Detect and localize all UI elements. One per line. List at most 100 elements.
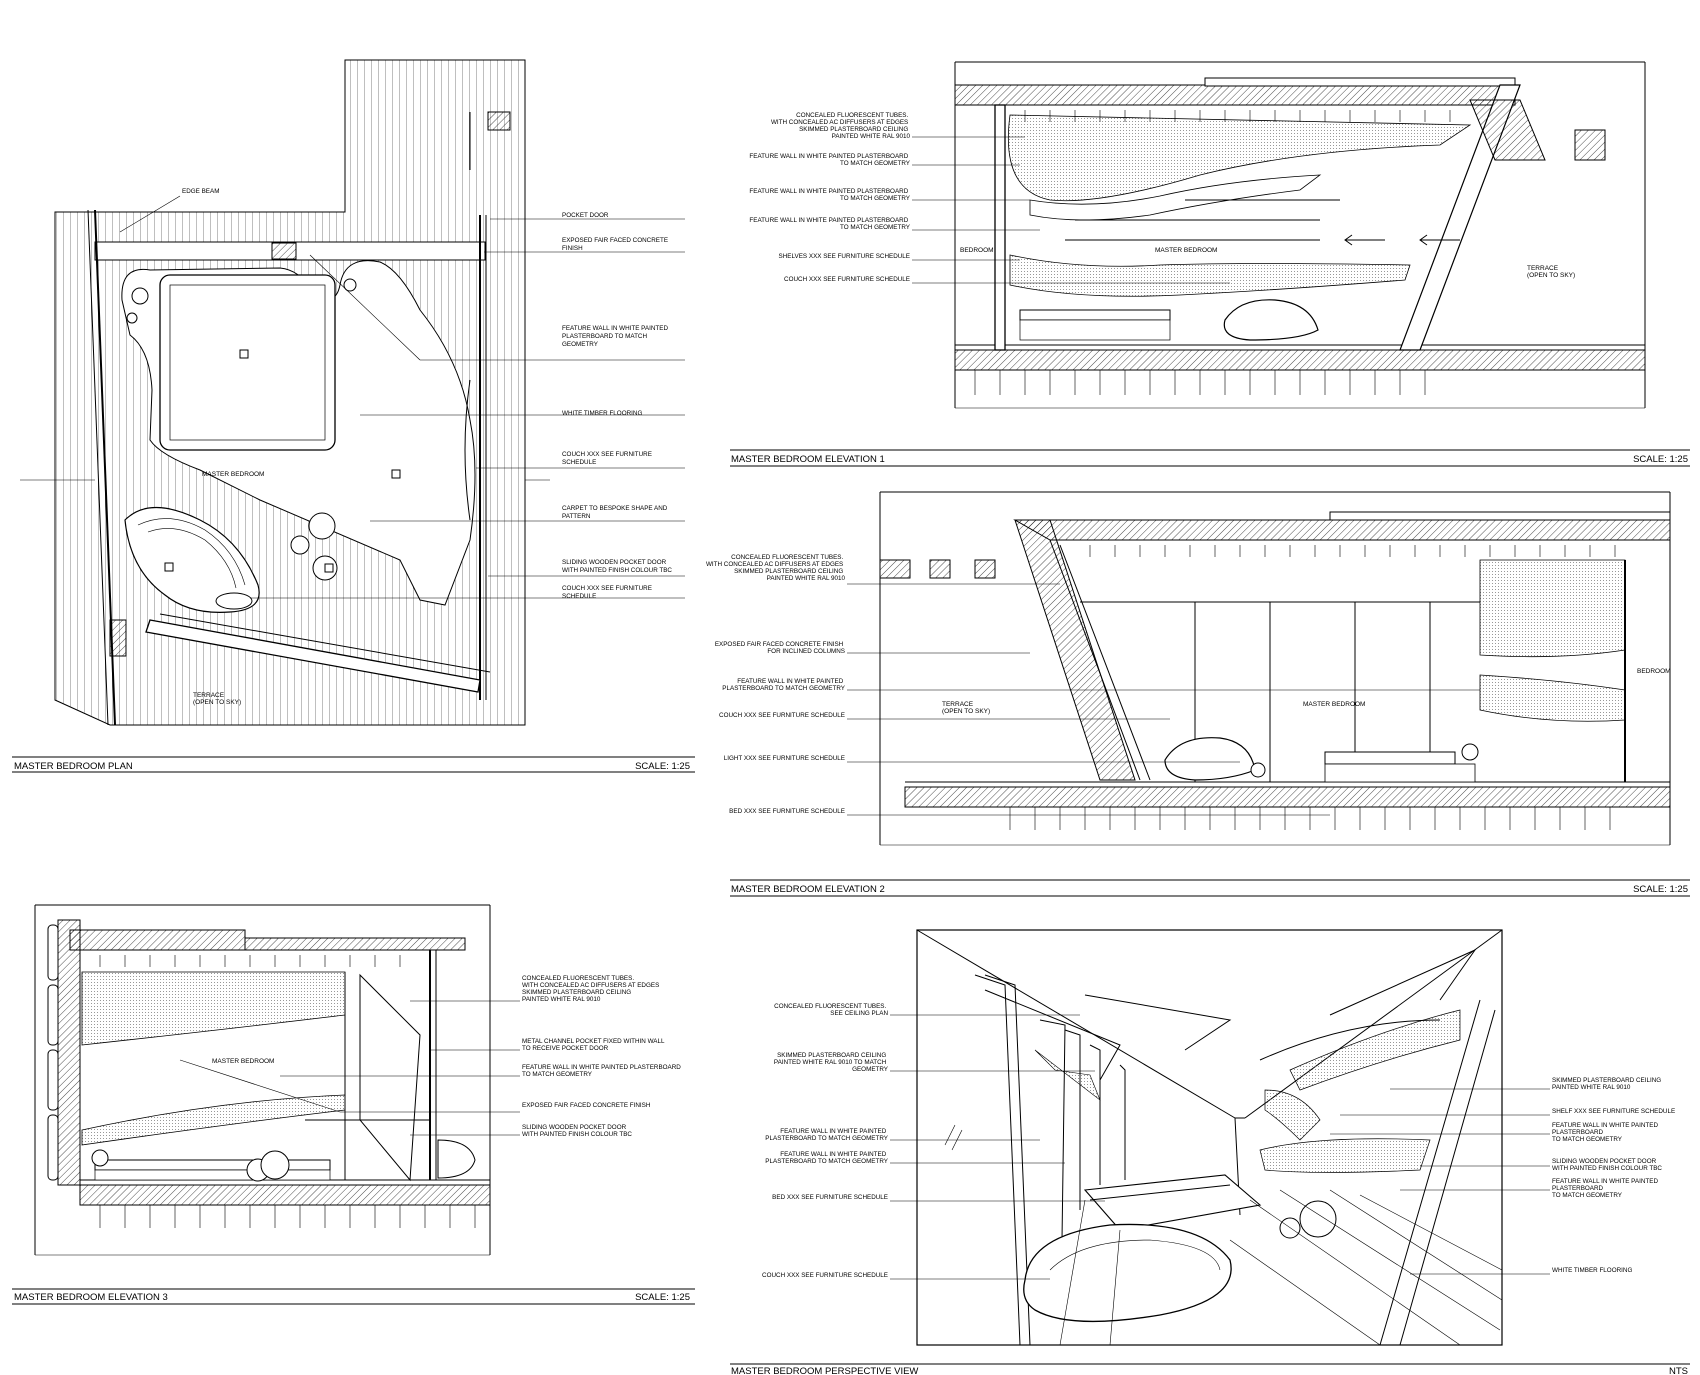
elev1-terrace-line: TERRACE — [1527, 265, 1559, 272]
persp-note: SKIMMED PLASTERBOARD CEILING PAINTED WHI… — [774, 1052, 889, 1073]
note-line: TO MATCH GEOMETRY — [840, 195, 911, 202]
plan-terrace-label: TERRACE (OPEN TO SKY) — [193, 692, 241, 706]
note-line: EXPOSED FAIR FACED CONCRETE FINISH — [522, 1102, 651, 1109]
note-line: SLIDING WOODEN POCKET DOOR — [562, 559, 667, 566]
elev3-ceiling-hangers — [99, 955, 401, 967]
persp-note: COUCH XXX SEE FURNITURE SCHEDULE — [762, 1272, 888, 1279]
note-line: COUCH XXX SEE FURNITURE SCHEDULE — [762, 1272, 888, 1279]
note-line: PAINTED WHITE RAL 9010 — [832, 133, 911, 140]
persp-note: FEATURE WALL IN WHITE PAINTED PLASTERBOA… — [765, 1128, 888, 1142]
elev2-inclined-column — [1014, 519, 1136, 781]
elev1-leaders — [912, 136, 1230, 284]
elev2-terrace-line: (OPEN TO SKY) — [942, 708, 990, 715]
note-line: TO MATCH GEOMETRY — [522, 1071, 593, 1078]
note-line: WITH CONCEALED AC DIFFUSERS AT EDGES — [522, 982, 659, 989]
note-line: GEOMETRY — [562, 341, 599, 348]
elev2-room-label: MASTER BEDROOM — [1303, 701, 1365, 708]
note-line: PLASTERBOARD TO MATCH GEOMETRY — [765, 1135, 888, 1142]
elev2-ceiling-hangers — [1089, 545, 1616, 557]
persp-note: SHELF XXX SEE FURNITURE SCHEDULE — [1552, 1108, 1675, 1115]
persp-left-notes: CONCEALED FLUORESCENT TUBES. SEE CEILING… — [762, 1003, 889, 1279]
note-line: FEATURE WALL IN WHITE PAINTED — [1552, 1178, 1658, 1185]
plan-note: WHITE TIMBER FLOORING — [562, 410, 642, 417]
plan-terrace-line: TERRACE — [193, 692, 225, 699]
note-line: TO RECEIVE POCKET DOOR — [522, 1045, 609, 1052]
plan-note: POCKET DOOR — [562, 212, 609, 219]
plan-note: EXPOSED FAIR FACED CONCRETE FINISH — [562, 237, 670, 252]
note-line: FOR INCLINED COLUMNS — [767, 648, 845, 655]
elev3-notes: CONCEALED FLUORESCENT TUBES. WITH CONCEA… — [522, 975, 683, 1138]
plan-note: COUCH XXX SEE FURNITURE SCHEDULE — [562, 451, 654, 466]
note-line: PAINTED WHITE RAL 9010 — [767, 575, 846, 582]
elev3-note: SLIDING WOODEN POCKET DOOR WITH PAINTED … — [522, 1124, 632, 1138]
elev3-note: EXPOSED FAIR FACED CONCRETE FINISH — [522, 1102, 651, 1109]
note-line: FEATURE WALL IN WHITE PAINTED PLASTERBOA… — [749, 188, 908, 195]
note-line: WITH PAINTED FINISH COLOUR TBC — [522, 1131, 632, 1138]
note-line: POCKET DOOR — [562, 212, 609, 219]
elev3-note: CONCEALED FLUORESCENT TUBES. WITH CONCEA… — [522, 975, 661, 1003]
note-line: FEATURE WALL IN WHITE PAINTED — [780, 1128, 886, 1135]
note-line: PLASTERBOARD TO MATCH — [562, 333, 647, 340]
elev1-title: MASTER BEDROOM ELEVATION 1 — [731, 454, 885, 465]
elev2-scale: SCALE: 1:25 — [1633, 884, 1688, 895]
elev2-floor-joists — [1009, 807, 1611, 830]
note-line: EXPOSED FAIR FACED CONCRETE FINISH — [715, 641, 844, 648]
elev2-couch — [1164, 737, 1256, 781]
note-line: WITH CONCEALED AC DIFFUSERS AT EDGES — [706, 561, 843, 568]
note-line: PATTERN — [562, 513, 591, 520]
note-line: GEOMETRY — [852, 1066, 889, 1073]
note-line: PLASTERBOARD TO MATCH GEOMETRY — [722, 685, 845, 692]
persp-couch — [1023, 1223, 1232, 1323]
elevation-3-drawing — [34, 904, 491, 1256]
elev2-notes: CONCEALED FLUORESCENT TUBES. WITH CONCEA… — [706, 554, 846, 815]
note-line: FINISH — [562, 245, 583, 252]
plan-couch — [124, 506, 260, 613]
note-line: METAL CHANNEL POCKET FIXED WITHIN WALL — [522, 1038, 665, 1045]
note-line: COUCH XXX SEE FURNITURE SCHEDULE — [784, 276, 910, 283]
elev3-note: FEATURE WALL IN WHITE PAINTED PLASTERBOA… — [522, 1064, 683, 1078]
plan-title: MASTER BEDROOM PLAN — [14, 761, 133, 772]
elev1-note: FEATURE WALL IN WHITE PAINTED PLASTERBOA… — [749, 153, 910, 167]
persp-title: MASTER BEDROOM PERSPECTIVE VIEW — [731, 1366, 918, 1375]
elev2-note: COUCH XXX SEE FURNITURE SCHEDULE — [719, 712, 845, 719]
plan-note: FEATURE WALL IN WHITE PAINTED PLASTERBOA… — [562, 325, 670, 348]
elev1-floor-joists — [974, 370, 1426, 395]
note-line: TO MATCH GEOMETRY — [1552, 1136, 1623, 1143]
elev2-note: LIGHT XXX SEE FURNITURE SCHEDULE — [724, 755, 845, 762]
plan-terrace-line: (OPEN TO SKY) — [193, 699, 241, 706]
plan-note: SLIDING WOODEN POCKET DOOR WITH PAINTED … — [562, 559, 672, 574]
note-line: SKIMMED PLASTERBOARD CEILING — [1552, 1077, 1661, 1084]
note-line: SCHEDULE — [562, 459, 596, 466]
persp-note: FEATURE WALL IN WHITE PAINTED PLASTERBOA… — [765, 1151, 888, 1165]
elev2-terrace-label: TERRACE (OPEN TO SKY) — [942, 701, 990, 715]
note-line: TO MATCH GEOMETRY — [840, 160, 911, 167]
note-line: COUCH XXX SEE FURNITURE — [562, 451, 652, 458]
elev3-title: MASTER BEDROOM ELEVATION 3 — [14, 1292, 168, 1303]
note-line: WITH PAINTED FINISH COLOUR TBC — [1552, 1165, 1662, 1172]
plan-note: CARPET TO BESPOKE SHAPE AND PATTERN — [562, 505, 669, 520]
note-line: SCHEDULE — [562, 593, 596, 600]
plan-drawing — [20, 59, 550, 726]
note-line: WHITE TIMBER FLOORING — [562, 410, 642, 417]
persp-note: FEATURE WALL IN WHITE PAINTED PLASTERBOA… — [1552, 1178, 1660, 1199]
note-line: FEATURE WALL IN WHITE PAINTED — [737, 678, 843, 685]
persp-note: SKIMMED PLASTERBOARD CEILING PAINTED WHI… — [1552, 1077, 1663, 1091]
note-line: COUCH XXX SEE FURNITURE — [562, 585, 652, 592]
note-line: FEATURE WALL IN WHITE PAINTED PLASTERBOA… — [749, 153, 908, 160]
note-line: SKIMMED PLASTERBOARD CEILING — [522, 989, 631, 996]
persp-left-leaders — [890, 1014, 1105, 1280]
note-line: PLASTERBOARD — [1552, 1129, 1604, 1136]
persp-note: SLIDING WOODEN POCKET DOOR WITH PAINTED … — [1552, 1158, 1662, 1172]
note-line: CARPET TO BESPOKE SHAPE AND — [562, 505, 668, 512]
persp-note: WHITE TIMBER FLOORING — [1552, 1267, 1632, 1274]
plan-scale: SCALE: 1:25 — [635, 761, 690, 772]
elev1-note: CONCEALED FLUORESCENT TUBES. WITH CONCEA… — [771, 112, 911, 140]
elevation-2-drawing — [879, 491, 1671, 846]
note-line: FEATURE WALL IN WHITE PAINTED — [1552, 1122, 1658, 1129]
note-line: WHITE TIMBER FLOORING — [1552, 1267, 1632, 1274]
note-line: LIGHT XXX SEE FURNITURE SCHEDULE — [724, 755, 845, 762]
elev1-terrace-label: TERRACE (OPEN TO SKY) — [1527, 265, 1575, 279]
note-line: FEATURE WALL IN WHITE PAINTED PLASTERBOA… — [749, 217, 908, 224]
elev1-room-label: MASTER BEDROOM — [1155, 247, 1217, 254]
note-line: CONCEALED FLUORESCENT TUBES. — [522, 975, 634, 982]
